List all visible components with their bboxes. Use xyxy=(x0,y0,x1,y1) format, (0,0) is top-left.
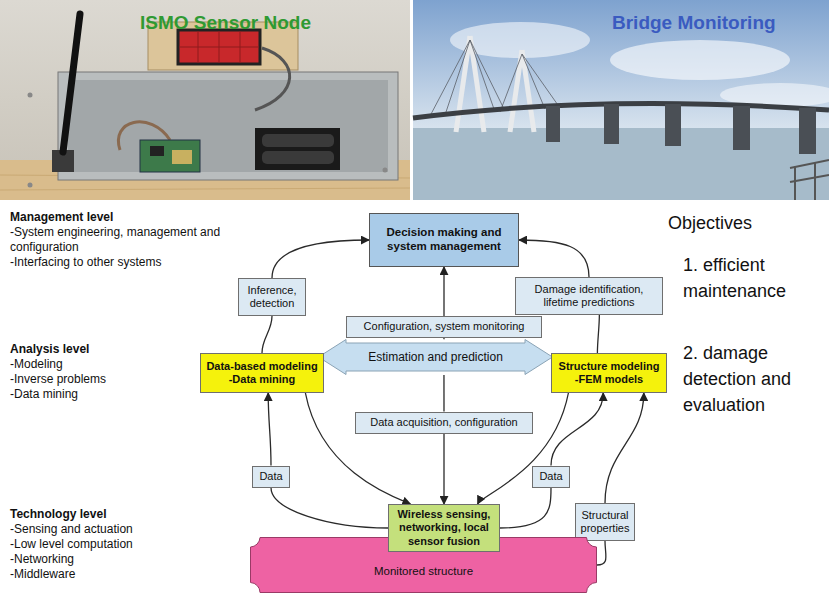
level-item: -Interfacing to other systems xyxy=(10,255,161,270)
box-label: Structure modeling xyxy=(559,360,660,373)
box-label: Damage identification, lifetime predicti… xyxy=(520,283,658,309)
level-item: -Modeling xyxy=(10,357,63,372)
info-box: Inference, detection xyxy=(238,278,306,316)
shape-outline xyxy=(319,340,553,375)
level-item: -System engineering, management and conf… xyxy=(10,225,225,255)
sensing-box: Wireless sensing, networking, local sens… xyxy=(388,504,500,552)
connector xyxy=(551,393,603,466)
level-heading: Analysis level xyxy=(10,342,89,357)
box-label: Structural properties xyxy=(580,509,630,535)
box-label: Data acquisition, configuration xyxy=(370,416,517,429)
info-box: Damage identification, lifetime predicti… xyxy=(515,277,663,315)
box-label: Monitored structure xyxy=(374,565,473,579)
level-item: -Sensing and actuation xyxy=(10,522,133,537)
box-label: Configuration, system monitoring xyxy=(364,320,525,333)
model-box: Data-based modeling-Data mining xyxy=(200,353,324,393)
connector xyxy=(262,316,272,353)
photo-title: Bridge Monitoring xyxy=(612,9,776,37)
double-arrow: Estimation and prediction xyxy=(318,339,553,375)
box-label: Data-based modeling xyxy=(206,360,317,373)
model-box: Structure modeling-FEM models xyxy=(551,353,667,393)
objectives-heading: Objectives xyxy=(668,210,752,236)
connector xyxy=(443,434,444,505)
connector xyxy=(597,541,606,565)
info-box: Data acquisition, configuration xyxy=(355,412,533,434)
level-item: -Low level computation xyxy=(10,537,133,552)
data-box: Data xyxy=(252,466,290,488)
connector xyxy=(268,393,271,466)
objective-item: 1. efficient maintenance xyxy=(683,252,823,304)
box-label: Estimation and prediction xyxy=(368,350,503,364)
connector xyxy=(500,488,551,529)
box-label: -Data mining xyxy=(229,373,296,386)
level-heading: Technology level xyxy=(10,507,106,522)
connector xyxy=(443,267,444,316)
connector xyxy=(443,375,444,412)
connector xyxy=(605,393,644,503)
shape-outline xyxy=(251,538,597,593)
connector xyxy=(443,338,444,339)
info-box: Structural properties xyxy=(575,503,635,541)
info-box: Configuration, system monitoring xyxy=(346,316,542,338)
photo-title: ISMO Sensor Node xyxy=(140,9,311,37)
box-label: -FEM models xyxy=(575,373,643,386)
box-label: Wireless sensing, networking, local sens… xyxy=(393,508,495,548)
level-item: -Networking xyxy=(10,552,74,567)
box-label: Decision making and system management xyxy=(374,226,514,254)
objective-item: 2. damage detection and evaluation xyxy=(683,340,823,418)
level-heading: Management level xyxy=(10,210,113,225)
box-label: Inference, detection xyxy=(243,284,301,310)
level-item: -Middleware xyxy=(10,567,75,582)
connector xyxy=(272,240,369,278)
box-label: Data xyxy=(259,470,282,483)
sensor-node-photo xyxy=(0,0,410,200)
connector xyxy=(305,393,410,504)
level-item: -Data mining xyxy=(10,387,78,402)
connector xyxy=(519,240,589,277)
data-box: Data xyxy=(532,466,570,488)
bridge-photo xyxy=(413,0,829,200)
connector xyxy=(271,488,388,529)
connector xyxy=(597,315,599,353)
level-item: -Inverse problems xyxy=(10,372,106,387)
box-label: Data xyxy=(539,470,562,483)
decision-box: Decision making and system management xyxy=(369,213,519,267)
